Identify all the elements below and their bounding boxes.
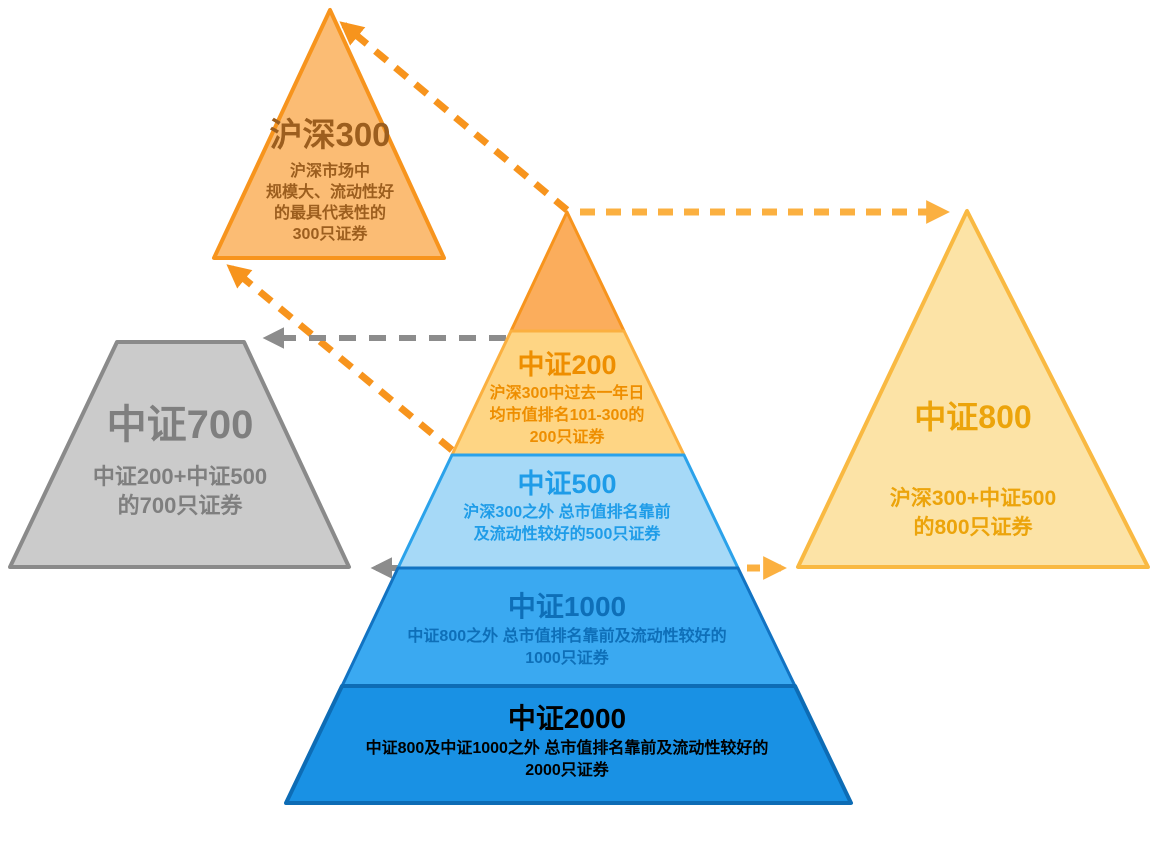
- arrow-pyramid-apex-to-hs300: [339, 21, 570, 213]
- arrow-csi200-to-hs300: [226, 264, 455, 453]
- pyramid-layer-csi500: [396, 453, 740, 570]
- pyramid-cap: [509, 210, 626, 333]
- pyramid-layer-csi2000: [284, 684, 853, 805]
- csi800-triangle: [796, 209, 1150, 569]
- pyramid-layer-csi200: [450, 329, 686, 457]
- pyramid-layer-csi1000: [340, 566, 797, 688]
- csi700-trapezoid: [8, 340, 351, 569]
- hs300-triangle: [212, 8, 446, 260]
